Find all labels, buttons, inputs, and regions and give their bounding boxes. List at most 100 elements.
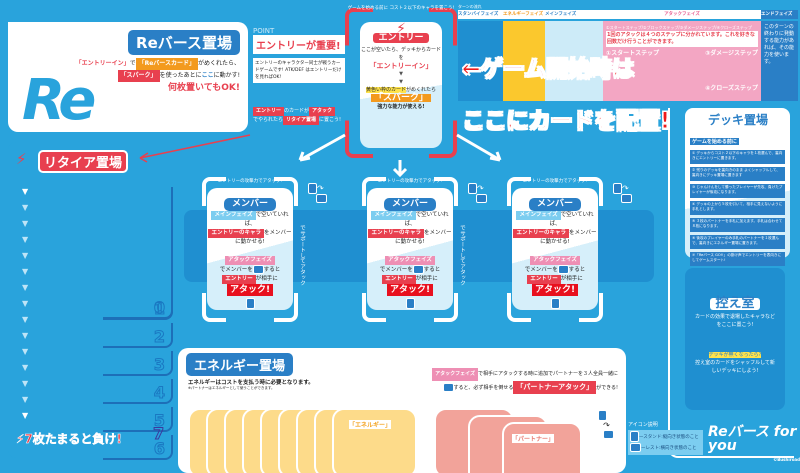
member-title: メンバー bbox=[223, 198, 276, 211]
deck-step: ③ じゃんけんをして勝ったプレイヤーが先攻、負けたプレイヤーが後攻になります。 bbox=[690, 184, 785, 198]
partner-attack-label: 「パートナーアタック」 bbox=[513, 381, 597, 394]
attack-phase-box: ①スタートステップ/②ブロックステップ/③ダメージステップ/④クローズステップ … bbox=[603, 21, 761, 101]
deck-step: ② 残りのデッキを裏向きのまま よくシャッフルして、裏向きにデッキ置場に置きます bbox=[690, 167, 785, 181]
spark-label: 「スパーク」 bbox=[370, 94, 431, 103]
waiting-room-title: 控え室 bbox=[710, 297, 760, 310]
deck-title: デッキ置場 bbox=[708, 113, 769, 127]
text: に置こう! bbox=[319, 117, 342, 123]
member-card-slot[interactable]: メンバー メインフェイズで空いていれば、 エントリーのキャラをメンバーに動かせる… bbox=[367, 188, 453, 310]
entry-title: エントリー bbox=[373, 33, 429, 43]
text: 黄色い枠のカード bbox=[365, 87, 406, 93]
retire-slot[interactable]: 1 bbox=[103, 295, 173, 320]
triangle-marker-icon: ▼ bbox=[22, 411, 29, 420]
member-title: メンバー bbox=[528, 198, 581, 211]
lightning-icon: ⚡ bbox=[16, 432, 25, 447]
overlay-place-card-text: ここにカードを配置! bbox=[461, 109, 671, 134]
text: で相手にアタックする時に追加でパートナーを３人全員一緒に bbox=[477, 371, 618, 377]
energy-desc: エネルギーはコストを支払う時に必要となります。 bbox=[188, 380, 314, 386]
retire-slot[interactable]: 5 bbox=[103, 407, 173, 432]
text: で空いていれば、 bbox=[404, 212, 449, 227]
text: 何枚置いてもOK! bbox=[167, 83, 240, 93]
energy-zone[interactable]: エネルギー置場 エネルギーはコストを支払う時に必要となります。 ※パートナーはエ… bbox=[178, 348, 626, 473]
retire-slot[interactable]: 6 bbox=[103, 435, 173, 460]
stand-text: ースタンド:縦向き状態のこと bbox=[639, 435, 699, 440]
retire-count: 5 bbox=[153, 411, 165, 431]
step-damage: ③ダメージステップ bbox=[705, 50, 758, 57]
retire-slot[interactable]: 3 bbox=[103, 351, 173, 376]
text: エントリー bbox=[253, 107, 285, 116]
text: 「スパーク」 bbox=[117, 70, 160, 82]
attack-head: 1回のアタックは４つのステップに分かれています。これを好きな回数だけ行うことがで… bbox=[606, 31, 758, 47]
retire-count: 0 bbox=[153, 298, 165, 318]
deck-subtitle: ゲームを始める前に bbox=[690, 138, 739, 145]
phase-tab-energy: エネルギーフェイズ bbox=[503, 12, 544, 17]
text: アタックフェイズ bbox=[432, 368, 478, 381]
deck-step: ⑤ ３枚のパートナーを手札に加えます。手札は合わせて８枚になります。 bbox=[690, 218, 785, 232]
deck-zone[interactable]: デッキ置場 ゲームを始める前に ① デッキからコスト２以下のキャラを１枚選んで、… bbox=[685, 108, 790, 266]
re-logo: Re bbox=[22, 68, 96, 133]
brand-logo-text: Reバース for you bbox=[708, 424, 797, 454]
triangle-marker-icon: ▼ bbox=[22, 203, 29, 212]
waiting-room-note-label: デッキが無くなったら? bbox=[708, 352, 762, 358]
triangle-marker-icon: ▼ bbox=[22, 299, 29, 308]
arrow-right-icon bbox=[456, 133, 502, 162]
member-header: エントリーの攻撃力でアタック! bbox=[217, 179, 283, 184]
energy-desc-small: ※パートナーはエネルギーとして使うことができます。 bbox=[188, 386, 275, 390]
stand-rest-rotate-icon: ↷ bbox=[468, 183, 487, 203]
text: に動かす! bbox=[213, 72, 240, 79]
text: エントリー bbox=[527, 275, 561, 284]
stand-icon bbox=[245, 298, 255, 309]
down-arrows-icon: ▼▼ bbox=[399, 71, 403, 85]
retire-lose-text: ⚡7枚たまると負け! bbox=[16, 430, 122, 447]
rebirth-zone-title: Reバース置場 bbox=[128, 30, 240, 55]
text: アタックフェイズ bbox=[385, 256, 435, 265]
attack-label: アタック! bbox=[531, 284, 579, 296]
member-card-slot[interactable]: メンバー メインフェイズで空いていれば、 エントリーのキャラをメンバーに動かせる… bbox=[512, 188, 598, 310]
stand-rest-rotate-icon: ↷ bbox=[308, 183, 327, 203]
rest-icon bbox=[557, 265, 569, 274]
text: で空いていれば、 bbox=[549, 212, 594, 227]
member-card-slot[interactable]: メンバー メインフェイズで空いていれば、 エントリーのキャラをメンバーに動かせる… bbox=[207, 188, 293, 310]
rebirth-zone-text: 「エントリーイン」で「Reバースカード」がめくれたら、 「スパーク」を使ったあと… bbox=[40, 58, 240, 94]
rest-icon bbox=[630, 443, 641, 452]
retire-count: 2 bbox=[153, 327, 165, 347]
triangle-marker-icon: ▼ bbox=[22, 251, 29, 260]
rebirth-zone[interactable]: Reバース置場 「エントリーイン」で「Reバースカード」がめくれたら、 「スパー… bbox=[8, 22, 248, 132]
text: リタイア置場 bbox=[283, 116, 320, 125]
entry-card-slot[interactable]: ⚡ エントリー ここが空いたら、デッキからカードを 「エントリーイン」 ▼▼ 黄… bbox=[360, 22, 442, 148]
main-phase-box bbox=[545, 21, 603, 101]
energy-slot[interactable]: 「エネルギー」 bbox=[332, 408, 417, 473]
copyright: ©Bushiroad bbox=[773, 457, 800, 462]
energy-phase-box bbox=[503, 21, 545, 101]
retire-slot[interactable]: 4 bbox=[103, 379, 173, 404]
text: で bbox=[129, 60, 136, 67]
retire-slot[interactable]: 2 bbox=[103, 323, 173, 348]
text: エントリー bbox=[222, 275, 256, 284]
text: エントリーのキャラ bbox=[513, 229, 569, 238]
text: をメンバーに動かせる! bbox=[540, 230, 597, 245]
text: すると bbox=[568, 267, 586, 273]
overlay-game-start-text: ←ゲーム開始時は bbox=[462, 57, 635, 82]
text: アタックフェイズ bbox=[530, 256, 580, 265]
logo-text: Re bbox=[22, 68, 96, 133]
text: を使ったあとに bbox=[159, 72, 202, 79]
text: がめくれたら bbox=[406, 87, 437, 93]
text: が相手に bbox=[560, 276, 583, 282]
deck-zone-outline[interactable] bbox=[668, 108, 794, 458]
text: ここ bbox=[201, 72, 214, 79]
retire-count: 6 bbox=[153, 439, 165, 459]
phase-tab-main: メインフェイズ bbox=[545, 12, 577, 17]
waiting-room-zone[interactable]: 控え室 カードの効果で退場したキャラなどをここに置こう! デッキが無くなったら?… bbox=[685, 268, 785, 410]
attack-label: アタック! bbox=[386, 284, 434, 296]
step-close: ④クローズステップ bbox=[705, 85, 758, 92]
step-start: ①スタートステップ bbox=[606, 50, 660, 57]
turn-flow-header: ターンの流れ bbox=[458, 4, 482, 9]
triangle-marker-icon: ▼ bbox=[22, 219, 29, 228]
partner-slot[interactable]: 「パートナー」 bbox=[502, 422, 582, 473]
text: エントリー bbox=[382, 275, 416, 284]
text: 「Reバースカード」 bbox=[135, 58, 198, 70]
triangle-marker-icon: ▼ bbox=[22, 187, 29, 196]
rest-icon bbox=[442, 383, 454, 392]
triangle-marker-icon: ▼ bbox=[22, 347, 29, 356]
